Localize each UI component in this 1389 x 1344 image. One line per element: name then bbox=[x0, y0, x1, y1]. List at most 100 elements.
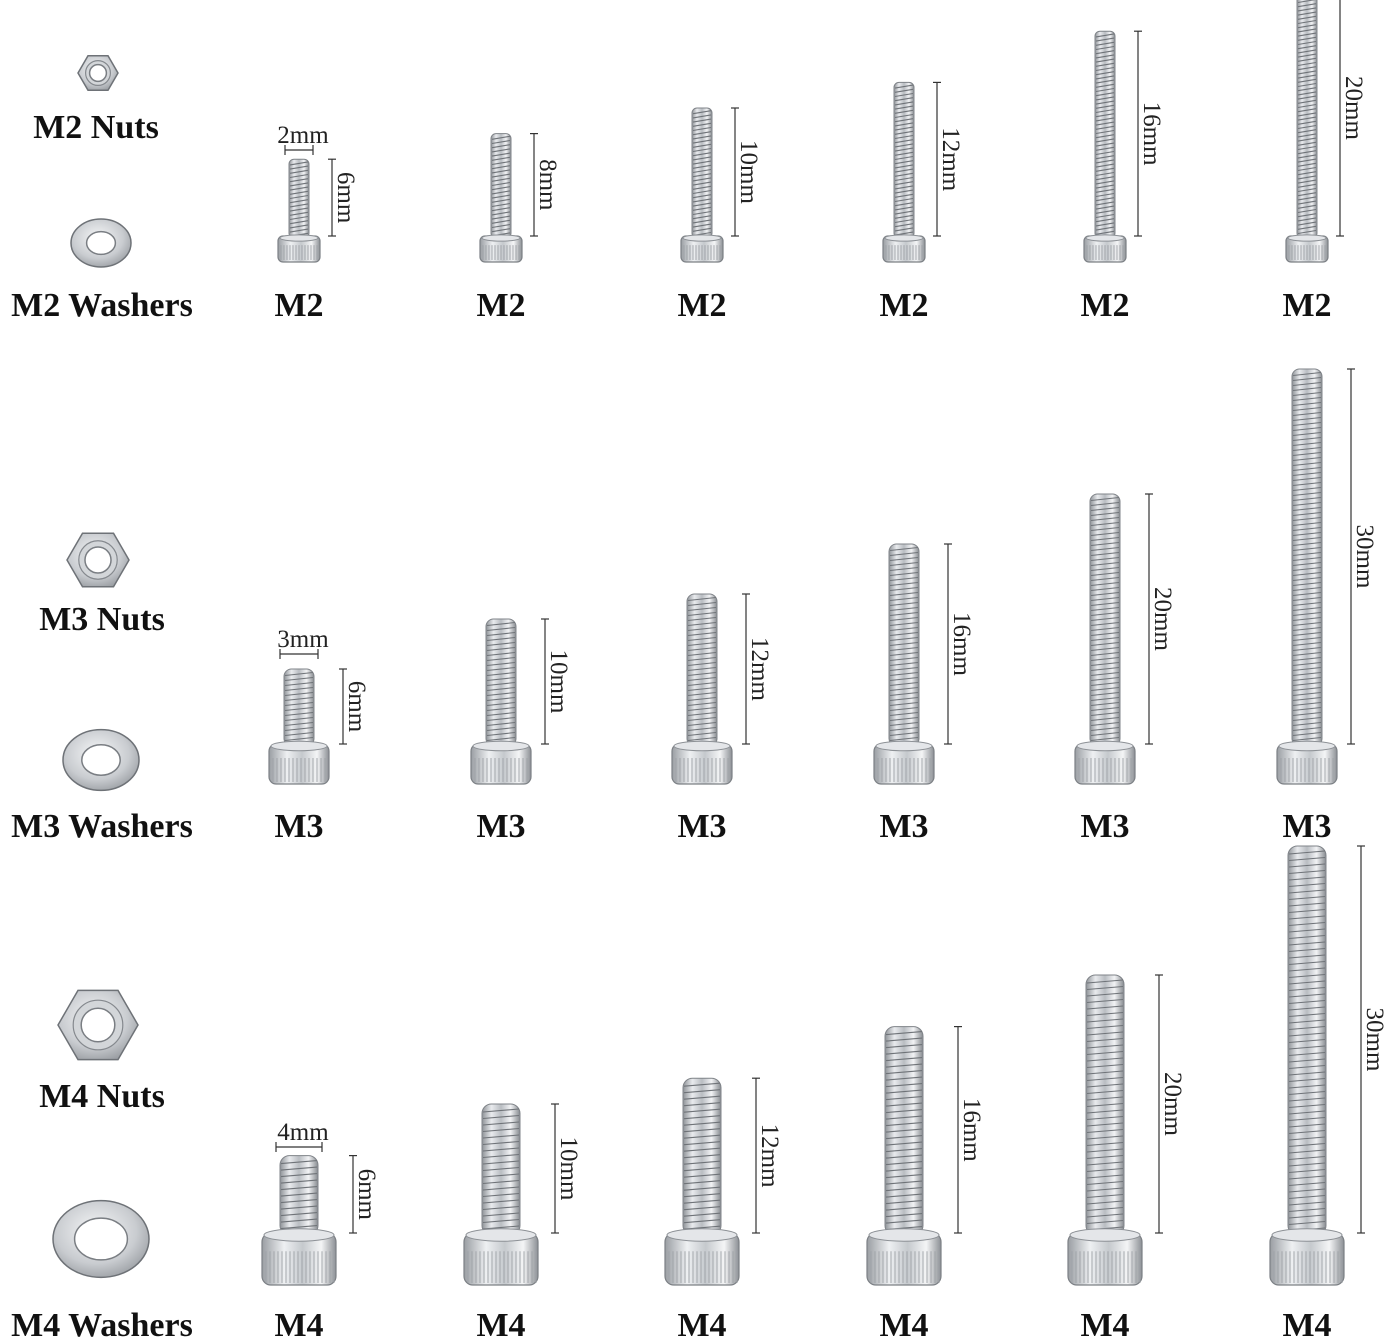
screw-threads bbox=[683, 1082, 721, 1230]
screw-head-top bbox=[279, 234, 319, 242]
washers-label: M3 Washers bbox=[11, 808, 193, 845]
screw-head-top bbox=[1278, 740, 1336, 752]
length-label: 16mm bbox=[948, 612, 975, 676]
screw-knurling bbox=[683, 245, 721, 260]
screw-size-label: M2 bbox=[677, 287, 726, 324]
screw-knurling bbox=[467, 1251, 537, 1283]
screw-size-label: M2 bbox=[1080, 287, 1129, 324]
screw-size-label: M4 bbox=[274, 1307, 323, 1344]
nut-hole bbox=[88, 63, 108, 83]
screw-size-label: M2 bbox=[274, 287, 323, 324]
nut-icon bbox=[66, 532, 130, 588]
length-label: 6mm bbox=[343, 681, 370, 733]
length-label: 20mm bbox=[1159, 1072, 1186, 1136]
length-label: 10mm bbox=[545, 650, 572, 714]
screw-head-top bbox=[1069, 1228, 1141, 1242]
screw-threads bbox=[284, 671, 314, 742]
length-label: 30mm bbox=[1361, 1008, 1388, 1072]
nut-hole bbox=[80, 1007, 116, 1043]
screw-threads bbox=[1292, 371, 1322, 742]
nuts-label: M4 Nuts bbox=[39, 1078, 165, 1115]
length-label: 20mm bbox=[1340, 76, 1367, 140]
screw-threads bbox=[482, 1108, 520, 1230]
screw-knurling bbox=[1273, 1251, 1343, 1283]
screw-size-label: M4 bbox=[677, 1307, 726, 1344]
screw-size-label: M4 bbox=[1282, 1307, 1331, 1344]
washers-label: M2 Washers bbox=[11, 287, 193, 324]
length-label: 16mm bbox=[1138, 102, 1165, 166]
screw-threads bbox=[894, 84, 914, 236]
nut-hole bbox=[84, 546, 112, 574]
screw-head-top bbox=[673, 740, 731, 752]
screw-size-label: M3 bbox=[476, 808, 525, 845]
screw-knurling bbox=[885, 245, 923, 260]
screw-threads bbox=[1090, 496, 1120, 742]
length-label: 10mm bbox=[555, 1137, 582, 1201]
screw-knurling bbox=[668, 1251, 738, 1283]
screw-head-top bbox=[472, 740, 530, 752]
screw-threads bbox=[889, 546, 919, 742]
screw-threads bbox=[289, 161, 309, 237]
screw-head-top bbox=[263, 1228, 335, 1242]
screw-threads bbox=[1288, 850, 1326, 1232]
length-label: 12mm bbox=[746, 637, 773, 701]
diameter-label: 4mm bbox=[277, 1119, 329, 1146]
washer-icon bbox=[70, 218, 132, 268]
screw-knurling bbox=[877, 758, 931, 782]
screw-size-label: M3 bbox=[879, 808, 928, 845]
screw-knurling bbox=[482, 245, 520, 260]
screw-size-label: M3 bbox=[1080, 808, 1129, 845]
screw-knurling bbox=[272, 758, 326, 782]
screw-knurling bbox=[870, 1251, 940, 1283]
screw-threads bbox=[280, 1160, 318, 1230]
nut-icon bbox=[57, 989, 139, 1061]
screw-head-top bbox=[868, 1228, 940, 1242]
screw-knurling bbox=[1280, 758, 1334, 782]
screw-threads bbox=[1297, 0, 1317, 235]
washer-hole bbox=[81, 744, 121, 776]
length-label: 8mm bbox=[534, 159, 561, 211]
screw-head-top bbox=[465, 1228, 537, 1242]
screw-knurling bbox=[1288, 245, 1326, 260]
washer-icon bbox=[52, 1199, 150, 1279]
screw-size-label: M3 bbox=[677, 808, 726, 845]
screw-size-label: M4 bbox=[1080, 1307, 1129, 1344]
screw-knurling bbox=[675, 758, 729, 782]
length-label: 30mm bbox=[1351, 525, 1378, 589]
screw-head-top bbox=[1271, 1228, 1343, 1242]
screw-knurling bbox=[1078, 758, 1132, 782]
screw-size-label: M3 bbox=[274, 808, 323, 845]
screw-knurling bbox=[1071, 1251, 1141, 1283]
screw-threads bbox=[1086, 979, 1124, 1231]
length-label: 6mm bbox=[353, 1169, 380, 1221]
length-label: 6mm bbox=[332, 172, 359, 224]
washer-hole bbox=[73, 1217, 129, 1261]
screw-size-label: M4 bbox=[879, 1307, 928, 1344]
diameter-label: 2mm bbox=[277, 122, 329, 149]
screw-size-label: M2 bbox=[476, 287, 525, 324]
screw-head-top bbox=[682, 234, 722, 242]
screw-head-top bbox=[481, 234, 521, 242]
screw-head-top bbox=[666, 1228, 738, 1242]
screw-head-top bbox=[1076, 740, 1134, 752]
screw-head-top bbox=[1287, 234, 1327, 242]
nuts-label: M3 Nuts bbox=[39, 601, 165, 638]
washer-icon bbox=[62, 728, 140, 792]
